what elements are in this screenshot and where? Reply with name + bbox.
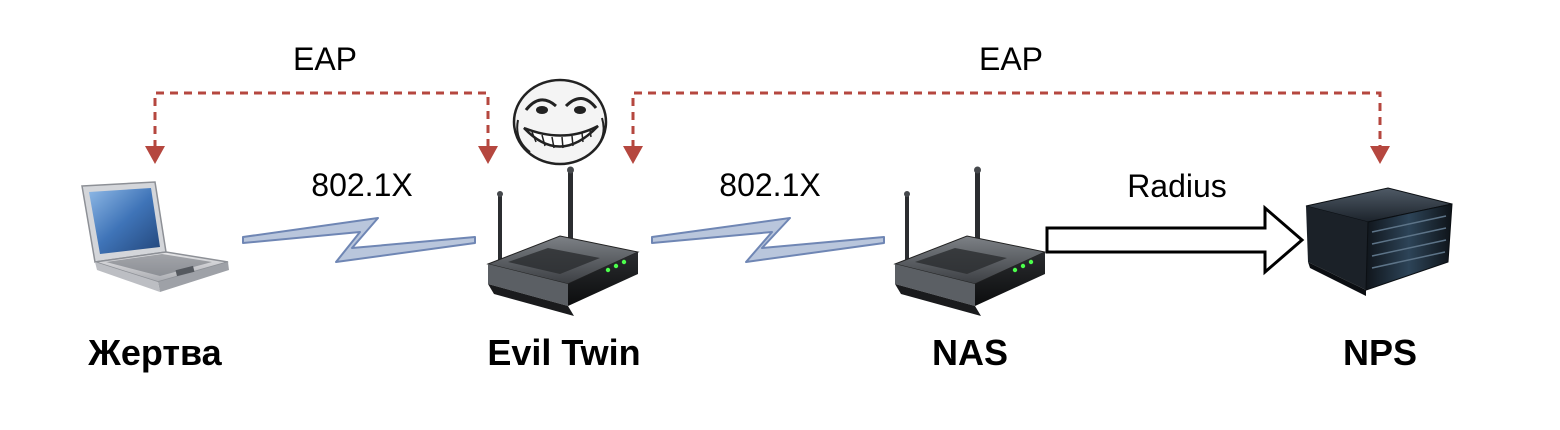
eap-label-left: EAP [293,41,357,77]
node-label-evil-twin: Evil Twin [487,332,640,373]
eap-arrowhead-evil-twin-left [478,146,498,164]
wireless-link-victim-evil-twin [242,217,476,263]
eap-connector-left [153,91,490,148]
link-label-evil-twin-nas: 802.1X [719,167,820,203]
node-label-nps: NPS [1343,332,1417,373]
router-icon [893,166,1047,316]
wireless-link-evil-twin-nas [651,217,885,263]
troll-face-icon [512,78,608,166]
radius-label: Radius [1127,168,1227,204]
radius-arrow [1045,204,1305,276]
server-icon [1305,187,1453,296]
eap-arrowhead-victim [145,146,165,164]
router-icon [486,166,640,316]
eap-connector-right [631,91,1382,148]
laptop-icon [81,181,229,292]
link-label-victim-evil-twin: 802.1X [311,167,412,203]
eap-label-right: EAP [979,41,1043,77]
eap-arrowhead-nps [1370,146,1390,164]
eap-arrowhead-evil-twin-right [623,146,643,164]
node-label-victim: Жертва [87,332,222,373]
node-label-nas: NAS [932,332,1008,373]
